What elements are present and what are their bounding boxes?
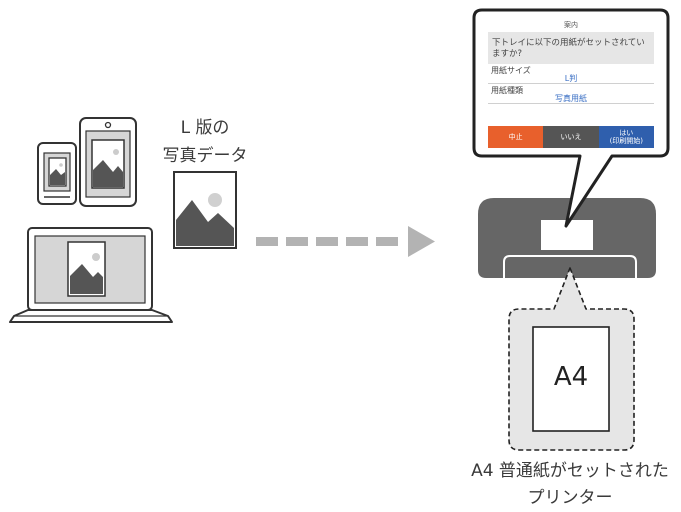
no-button[interactable]: いいえ <box>543 126 599 148</box>
paper-type-value: 写真用紙 <box>555 94 587 103</box>
paper-size-label: 用紙サイズ <box>491 66 531 75</box>
paper-size-value: L判 <box>564 74 578 83</box>
tablet-icon <box>79 117 137 207</box>
printer-icon <box>478 198 656 278</box>
printer-caption: A4 普通紙がセットされた プリンター <box>455 458 681 512</box>
yes-start-print-button[interactable]: はい(印刷開始) <box>598 126 654 148</box>
yes-button-sublabel: (印刷開始) <box>609 137 644 145</box>
printer-caption-line1: A4 普通紙がセットされた <box>471 461 669 481</box>
stop-button[interactable]: 中止 <box>488 126 544 148</box>
screen-title: 案内 <box>564 21 578 29</box>
screen-message: 下トレイに以下の用紙がセットされていますか? <box>488 32 654 64</box>
printer-lcd-screen: 案内 下トレイに以下の用紙がセットされていますか? 用紙サイズ L判 用紙種類 … <box>488 18 654 148</box>
smartphone-icon <box>37 142 77 205</box>
photo-caption-line1: L 版の <box>180 118 230 138</box>
paper-type-label: 用紙種類 <box>491 86 523 95</box>
photo-caption-line2: 写真データ <box>162 146 248 166</box>
paper-type-row: 用紙種類 写真用紙 <box>488 84 654 104</box>
paper-size-row: 用紙サイズ L判 <box>488 64 654 84</box>
a4-paper-sheet <box>532 326 610 432</box>
transfer-arrow-icon <box>256 226 435 257</box>
yes-button-label: はい <box>619 129 634 137</box>
loaded-paper-size: A4 <box>553 362 589 392</box>
photo-image-icon <box>173 171 237 249</box>
printer-caption-line2: プリンター <box>527 488 613 508</box>
photo-data-caption: L 版の 写真データ <box>140 114 270 170</box>
screen-button-bar: 中止 いいえ はい(印刷開始) <box>488 126 654 148</box>
laptop-icon <box>9 227 173 323</box>
